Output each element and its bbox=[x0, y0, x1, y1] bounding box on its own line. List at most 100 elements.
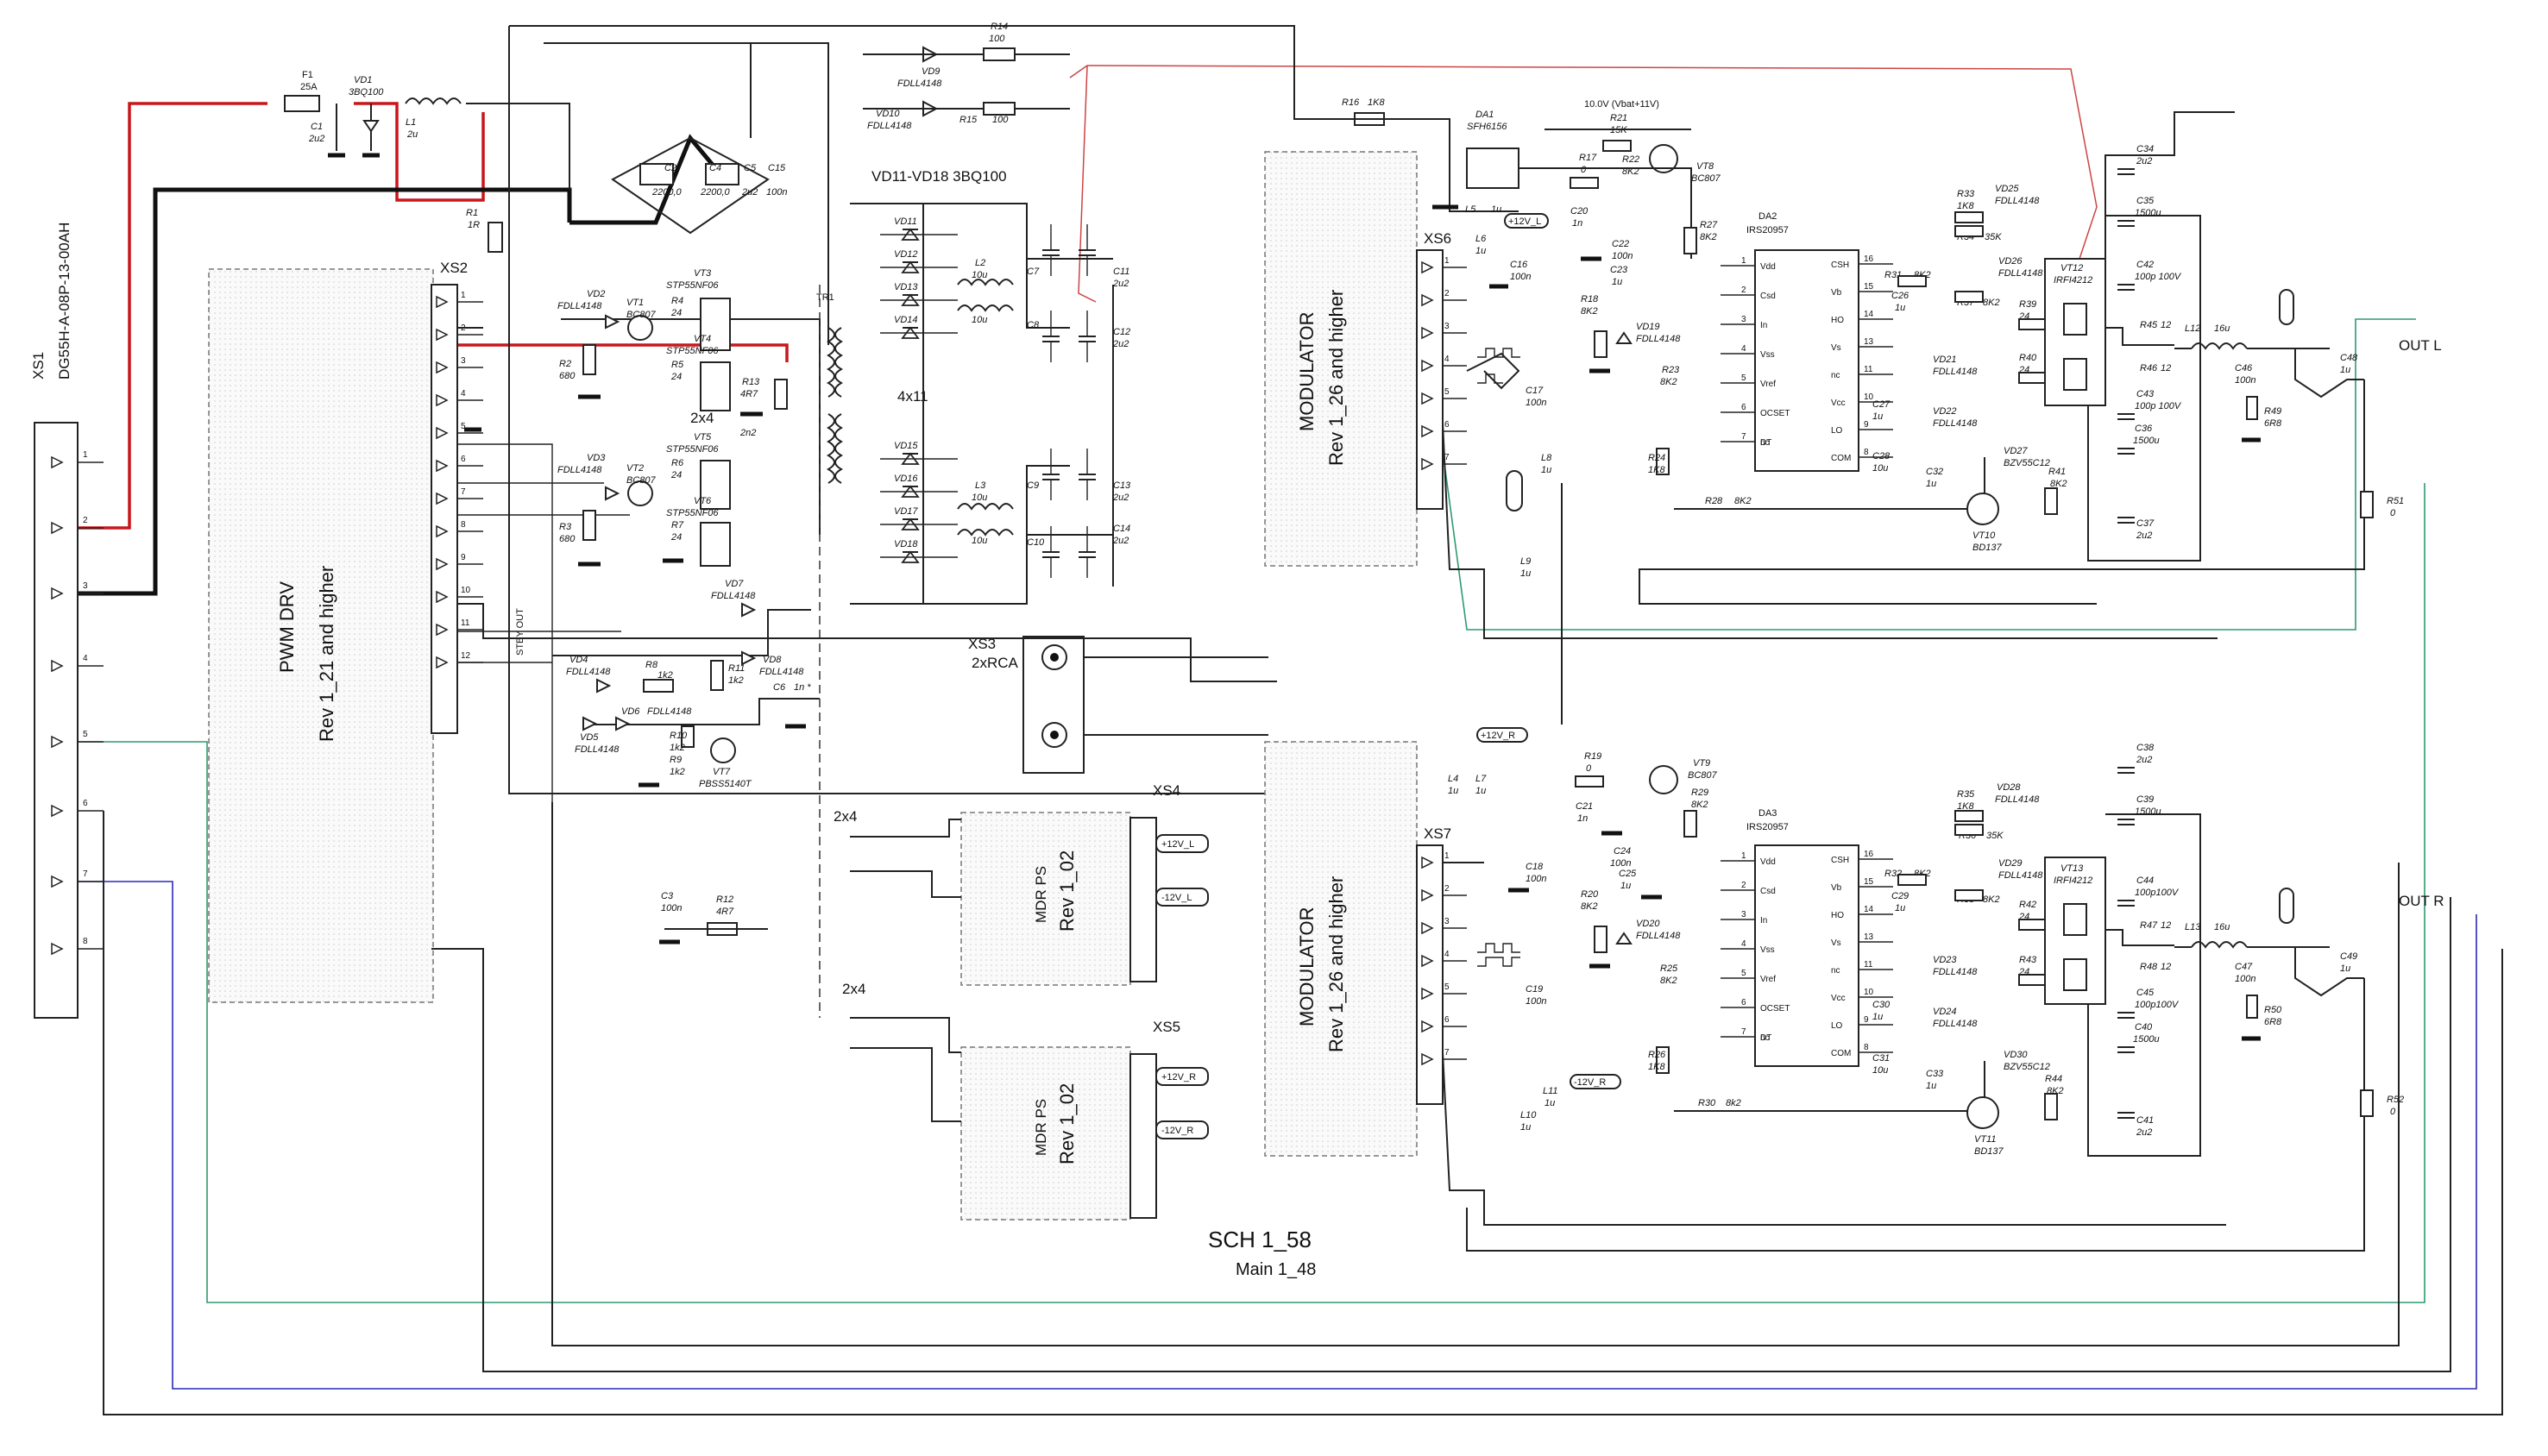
svg-text:R42: R42 bbox=[2019, 900, 2036, 910]
svg-text:1u: 1u bbox=[1491, 204, 1501, 215]
xs1-pin-marker bbox=[51, 875, 64, 888]
bulk-capacitors: C2 2200,0 C4 2200,0 C5 2u2 C15 100n bbox=[508, 25, 1295, 794]
svg-text:VD5: VD5 bbox=[580, 732, 599, 743]
svg-text:2u2: 2u2 bbox=[741, 187, 758, 198]
svg-text:1u: 1u bbox=[1520, 568, 1531, 579]
diode-vd1 bbox=[362, 120, 380, 133]
svg-text:C1: C1 bbox=[311, 122, 323, 132]
svg-text:VT4: VT4 bbox=[694, 334, 711, 344]
svg-text:R47: R47 bbox=[2140, 920, 2158, 931]
svg-text:100n: 100n bbox=[1526, 398, 1546, 408]
svg-text:0: 0 bbox=[1586, 763, 1592, 774]
top-diodes: VD9 FDLL4148 VD10 FDLL4148 R14 100 R15 1… bbox=[863, 22, 1450, 147]
ic-pin-number: 13 bbox=[1864, 932, 1874, 942]
svg-text:2u2: 2u2 bbox=[1112, 279, 1129, 289]
svg-text:VD25: VD25 bbox=[1995, 184, 2019, 194]
svg-text:L7: L7 bbox=[1475, 774, 1487, 784]
svg-text:VD3: VD3 bbox=[587, 453, 606, 463]
svg-text:MDR PS: MDR PS bbox=[1033, 866, 1049, 923]
xs2-pin-number: 6 bbox=[461, 455, 466, 464]
svg-text:2u2: 2u2 bbox=[2136, 1127, 2152, 1138]
resistor-symbol bbox=[1954, 225, 1984, 237]
rectifier-diode-label: VD14 bbox=[894, 315, 918, 325]
svg-text:BZV55C12: BZV55C12 bbox=[2004, 458, 2050, 468]
svg-text:C31: C31 bbox=[1872, 1053, 1890, 1064]
svg-text:DA1: DA1 bbox=[1475, 110, 1494, 120]
svg-text:R5: R5 bbox=[671, 360, 684, 370]
mod-pin-marker bbox=[1421, 293, 1434, 307]
svg-text:C35: C35 bbox=[2136, 196, 2155, 206]
xs1-pin-number: 8 bbox=[83, 937, 88, 946]
mosfet-vt4 bbox=[700, 361, 731, 411]
svg-text:1500u: 1500u bbox=[2133, 1034, 2160, 1045]
resistor-symbol bbox=[1897, 874, 1927, 886]
resistor-r13 bbox=[774, 379, 788, 410]
svg-text:PBSS5140T: PBSS5140T bbox=[699, 779, 752, 789]
svg-text:100n: 100n bbox=[1612, 251, 1633, 261]
svg-text:4R7: 4R7 bbox=[740, 389, 758, 399]
svg-text:1u: 1u bbox=[1620, 881, 1631, 891]
xs2-pin-number: 10 bbox=[461, 586, 471, 595]
svg-text:10u: 10u bbox=[1872, 463, 1888, 474]
ic-pin-number: 14 bbox=[1864, 905, 1874, 914]
svg-text:2u2: 2u2 bbox=[2136, 755, 2152, 765]
svg-text:Rev 1_26 and higher: Rev 1_26 and higher bbox=[1325, 876, 1347, 1052]
svg-text:R21: R21 bbox=[1610, 113, 1627, 123]
xs2-pin-number: 3 bbox=[461, 356, 466, 366]
ic-pin-name: Vs bbox=[1831, 938, 1841, 948]
inductor-l13 bbox=[2191, 941, 2248, 949]
ic-pin-number: 16 bbox=[1864, 850, 1874, 859]
svg-text:100p 100V: 100p 100V bbox=[2135, 272, 2182, 282]
mod-pin-marker bbox=[1421, 856, 1434, 869]
title-block: SCH 1_58 Main 1_48 bbox=[1208, 1227, 1316, 1279]
xs2-pin-marker bbox=[436, 656, 449, 669]
ic-pin-number: 8 bbox=[1864, 448, 1869, 457]
xs1-pin-marker bbox=[51, 735, 64, 749]
svg-text:100p 100V: 100p 100V bbox=[2135, 401, 2182, 411]
svg-text:R27: R27 bbox=[1700, 220, 1718, 230]
svg-text:8K2: 8K2 bbox=[1983, 894, 2000, 905]
svg-text:C30: C30 bbox=[1872, 1000, 1891, 1010]
svg-text:C25: C25 bbox=[1619, 869, 1637, 879]
svg-text:L10: L10 bbox=[1520, 1110, 1537, 1120]
svg-text:100n: 100n bbox=[1526, 996, 1546, 1007]
svg-text:1u: 1u bbox=[1612, 277, 1622, 287]
xs2-pin-number: 4 bbox=[461, 389, 466, 399]
svg-text:R10: R10 bbox=[670, 731, 688, 741]
svg-text:0: 0 bbox=[2390, 1107, 2396, 1117]
svg-text:VD28: VD28 bbox=[1997, 782, 2021, 793]
xs1-pin-marker bbox=[51, 659, 64, 673]
xs1-pin-number: 4 bbox=[83, 654, 88, 663]
ic-pin-number: 2 bbox=[1741, 286, 1746, 295]
svg-text:R43: R43 bbox=[2019, 955, 2037, 965]
svg-text:R8: R8 bbox=[645, 660, 658, 670]
svg-text:-12V_L: -12V_L bbox=[1161, 893, 1192, 903]
mosfet-vt3 bbox=[700, 298, 731, 351]
svg-text:-12V_R: -12V_R bbox=[1161, 1126, 1193, 1136]
svg-text:R16: R16 bbox=[1342, 97, 1360, 108]
svg-text:VD21: VD21 bbox=[1933, 355, 1957, 365]
svg-text:100n: 100n bbox=[766, 187, 787, 198]
xs1-pin-number: 3 bbox=[83, 581, 88, 591]
page-title: SCH 1_58 bbox=[1208, 1227, 1312, 1252]
svg-text:C23: C23 bbox=[1610, 265, 1628, 275]
xs2-pin-marker bbox=[436, 557, 449, 571]
svg-text:1500u: 1500u bbox=[2133, 436, 2160, 446]
xs3-part: 2xRCA bbox=[972, 655, 1019, 671]
input-filter: F1 25A VD1 3BQ100 L1 2u C1 2u2 R1 1R bbox=[284, 70, 570, 253]
ic-pin-name: DT bbox=[1760, 1033, 1771, 1043]
ic-pin-number: 8 bbox=[1864, 1043, 1869, 1052]
svg-text:1u: 1u bbox=[1545, 1098, 1555, 1108]
mod-pin-number: 2 bbox=[1444, 884, 1450, 894]
rectifier-diode-label: VD12 bbox=[894, 249, 918, 260]
ic-pin-name: CSH bbox=[1831, 260, 1849, 270]
svg-text:2200,0: 2200,0 bbox=[700, 187, 731, 198]
inductor-l3 bbox=[957, 503, 1014, 511]
svg-text:VT1: VT1 bbox=[626, 298, 644, 308]
svg-text:VD9: VD9 bbox=[922, 66, 940, 77]
ic-pin-number: 11 bbox=[1864, 960, 1873, 970]
xs3-rca: XS3 2xRCA bbox=[968, 636, 1268, 774]
